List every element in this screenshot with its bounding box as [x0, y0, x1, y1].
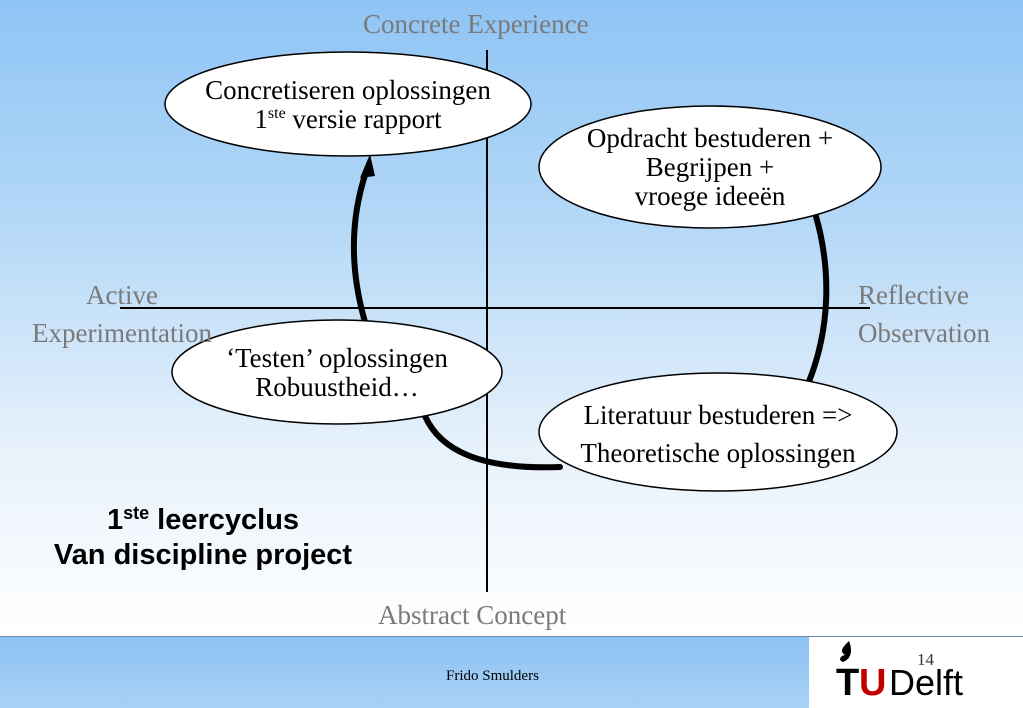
node-concretiseren: Concretiseren oplossingen 1ste versie ra…	[165, 60, 531, 150]
axis-label-right-line1: Reflective	[858, 280, 969, 310]
node-testen-line2: Robuustheid…	[255, 372, 419, 402]
ellipse-concretiseren	[164, 51, 532, 157]
slide-canvas: Concrete Experience Abstract Concept Act…	[0, 0, 1023, 636]
cycle-diagram	[120, 50, 898, 592]
ellipse-testen	[171, 319, 503, 425]
axis-label-left-line2: Experimentation	[32, 318, 212, 348]
axis-label-top: Concrete Experience	[363, 9, 589, 39]
tudelft-logo: T U Delft	[809, 637, 1023, 708]
node-opdracht-line3: vroege ideeën	[634, 180, 786, 211]
slide-caption: 1ste leercyclus Van discipline project	[30, 503, 376, 573]
node-opdracht-line1: Opdracht bestuderen +	[586, 122, 834, 153]
arc-literatuur-to-testen	[422, 413, 563, 471]
node-opdracht: Opdracht bestuderen + Begrijpen + vroege…	[539, 106, 881, 228]
arc-testen-to-concretiseren	[350, 169, 369, 325]
page-number: 14	[917, 650, 934, 669]
axis-label-left: Active Experimentation	[17, 276, 227, 352]
axis-label-right-line2: Observation	[858, 318, 990, 348]
ellipse-literatuur	[538, 372, 898, 492]
caption-line1: 1ste leercyclus	[106, 503, 300, 536]
tudelft-logo-svg: T U Delft	[836, 641, 963, 704]
logo-letter-u: U	[859, 662, 886, 704]
caption-line2: Van discipline project	[53, 539, 353, 571]
node-testen-line1: ‘Testen’ oplossingen	[226, 343, 448, 373]
node-testen: ‘Testen’ oplossingen Robuustheid…	[172, 328, 502, 418]
node-opdracht-line2: Begrijpen +	[645, 151, 775, 182]
footer-author: Frido Smulders	[446, 668, 539, 684]
node-concretiseren-line2: 1ste versie rapport	[254, 104, 442, 134]
logo-letter-t: T	[836, 662, 859, 704]
flame-icon	[840, 641, 851, 662]
ellipse-opdracht	[538, 105, 882, 229]
axis-label-bottom: Abstract Concept	[378, 600, 567, 630]
axis-label-right: Reflective Observation	[858, 276, 990, 352]
node-concretiseren-line1: Concretiseren oplossingen	[205, 75, 491, 105]
axis-label-left-line1: Active	[86, 280, 158, 310]
node-literatuur: Literatuur bestuderen => Theoretische op…	[539, 390, 897, 478]
node-literatuur-line2: Theoretische oplossingen	[580, 438, 856, 468]
arrowhead-icon	[360, 154, 375, 178]
arc-opdracht-to-literatuur	[805, 210, 830, 387]
node-literatuur-line1: Literatuur bestuderen =>	[583, 400, 853, 430]
logo-word-delft: Delft	[889, 662, 963, 703]
